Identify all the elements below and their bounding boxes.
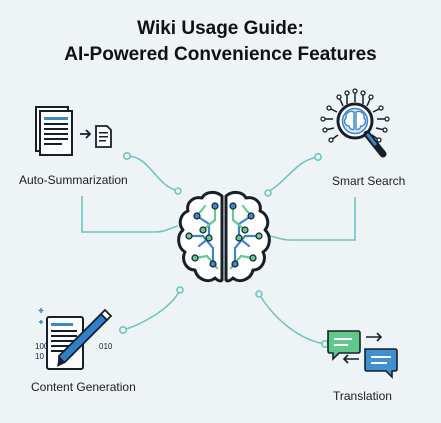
feature-label-auto-summarization: Auto-Summarization <box>19 173 128 187</box>
magnifier-brain-icon <box>320 88 390 158</box>
connector-content-generation <box>122 289 181 331</box>
feature-label-content-generation: Content Generation <box>31 380 136 394</box>
title-line-1: Wiki Usage Guide: <box>137 18 304 39</box>
document-to-summary-icon <box>35 106 112 156</box>
brain-circuit-icon <box>177 190 271 283</box>
connector-auto-summarization-2 <box>81 196 179 233</box>
binary-text-left: 100 <box>35 342 49 351</box>
connector-translation <box>258 293 326 345</box>
binary-text-left-2: 10 <box>35 352 44 361</box>
binary-text-right: 010 <box>99 342 113 351</box>
title-line-2: AI-Powered Convenience Features <box>64 44 377 65</box>
feature-label-smart-search: Smart Search <box>332 174 406 188</box>
chat-bubbles-swap-icon <box>327 330 398 379</box>
connector-auto-summarization-1 <box>126 155 179 192</box>
document-pencil-icon: 100 10 010 <box>35 308 113 370</box>
feature-label-translation: Translation <box>333 389 392 403</box>
connector-smart-search-2 <box>267 197 356 241</box>
